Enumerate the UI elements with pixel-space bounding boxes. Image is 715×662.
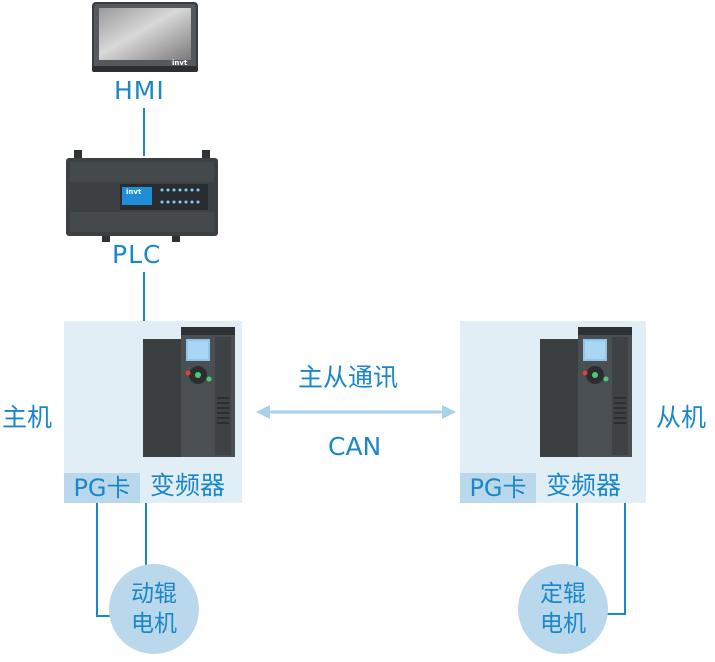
master-side-label: 主机: [2, 403, 53, 432]
slave-side-label: 从机: [656, 403, 707, 432]
master-pg-card: PG卡: [64, 473, 140, 503]
plc-label: PLC: [112, 240, 162, 269]
master-motor-line-left: [96, 503, 98, 617]
hmi-plc-connector: [143, 108, 145, 156]
link-protocol: CAN: [328, 432, 382, 461]
plc-master-connector: [143, 272, 145, 322]
master-motor-line1: 动辊: [131, 581, 177, 607]
link-title: 主从通讯: [298, 363, 399, 392]
hmi-device: invt: [92, 2, 198, 72]
plc-device: invt: [66, 150, 218, 242]
inverter-drive-icon: [143, 327, 235, 457]
slave-motor-line1: 定辊: [540, 581, 586, 607]
master-motor-line2: 电机: [131, 611, 177, 637]
plc-module-icon: [66, 150, 218, 242]
bidirectional-arrow-icon: [256, 405, 456, 419]
master-motor-line-right: [145, 503, 147, 567]
slave-motor-line-right: [624, 503, 626, 615]
master-drive-label: 变频器: [150, 471, 226, 500]
slave-motor-line-bottom: [604, 613, 626, 615]
hmi-label: HMI: [114, 76, 165, 105]
slave-drive-label: 变频器: [546, 471, 622, 500]
slave-drive: [540, 327, 632, 457]
slave-motor: 定辊 电机: [518, 564, 608, 654]
master-drive: [143, 327, 235, 457]
slave-motor-line2: 电机: [540, 611, 586, 637]
master-motor: 动辊 电机: [109, 564, 199, 654]
hmi-brand-logo: invt: [172, 59, 188, 67]
hmi-screen-icon: [92, 2, 198, 72]
master-motor-line-bottom: [96, 615, 116, 617]
inverter-drive-icon: [540, 327, 632, 457]
plc-brand-logo: invt: [126, 188, 142, 196]
slave-motor-line-left: [576, 503, 578, 567]
slave-pg-card: PG卡: [460, 473, 536, 503]
